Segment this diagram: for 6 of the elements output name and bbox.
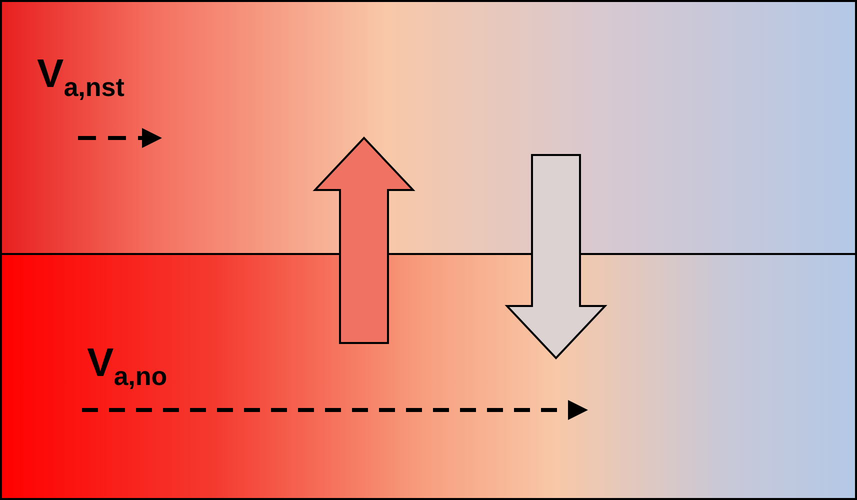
lower-layer [2, 253, 855, 498]
up-block-arrow [312, 136, 416, 344]
velocity-label: V$_{a,no}$ [87, 341, 168, 392]
upper-layer [2, 2, 855, 253]
down-block-arrow [504, 154, 608, 360]
velocity-label: V$_{a,nst}$ [37, 52, 124, 103]
